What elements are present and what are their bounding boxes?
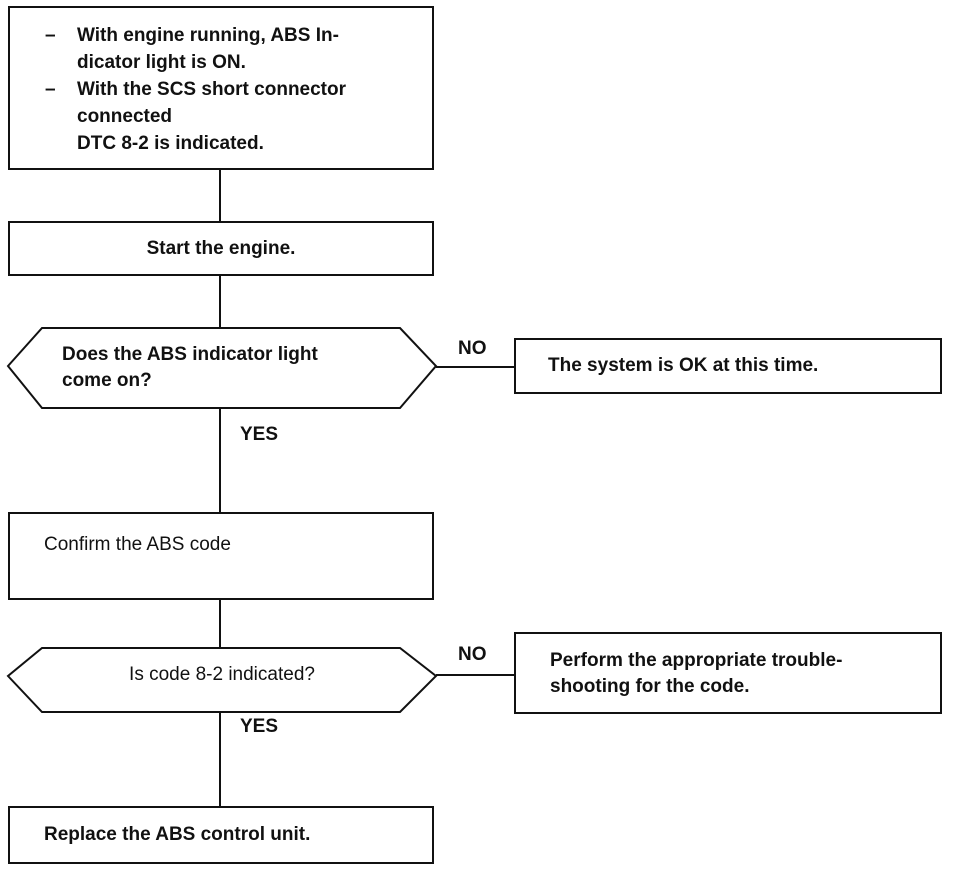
branch-no-2: NO	[458, 644, 487, 665]
outcome-system-ok-label: The system is OK at this time.	[548, 355, 819, 376]
branch-yes-2: YES	[240, 716, 279, 737]
condition-item: –With engine running, ABS In- dicator li…	[45, 22, 346, 76]
step-confirm-code-label: Confirm the ABS code	[44, 534, 231, 555]
outcome-system-ok	[514, 338, 942, 394]
decision-indicator-label: Does the ABS indicator light come on?	[62, 344, 318, 391]
connector-start-to-decision1	[219, 274, 221, 328]
connector-confirm-to-decision2	[219, 598, 221, 648]
decision-code-shape	[6, 647, 438, 713]
step-confirm-code	[8, 512, 434, 600]
step-replace-unit-label: Replace the ABS control unit.	[44, 824, 311, 845]
branch-no-1: NO	[458, 338, 487, 359]
bullet-dash: –	[45, 79, 56, 100]
connector-decision2-no	[436, 674, 516, 676]
connector-decision2-to-replace	[219, 712, 221, 808]
connector-decision1-to-confirm	[219, 408, 221, 514]
decision-indicator-shape	[6, 327, 438, 409]
step-start-engine	[8, 221, 434, 276]
step-replace-unit	[8, 806, 434, 864]
connector-condition-to-start	[219, 168, 221, 222]
branch-yes-1: YES	[240, 424, 279, 445]
outcome-troubleshoot-label: Perform the appropriate trouble- shootin…	[550, 650, 843, 697]
outcome-troubleshoot	[514, 632, 942, 714]
decision-code-label: Is code 8-2 indicated?	[129, 664, 315, 685]
condition-text: With engine running, ABS In- dicator lig…	[77, 25, 339, 73]
connector-decision1-no	[436, 366, 516, 368]
condition-box	[8, 6, 434, 170]
step-start-engine-label: Start the engine.	[146, 238, 296, 259]
condition-item: –With the SCS short connector connected …	[45, 76, 346, 157]
condition-text: With the SCS short connector connected D…	[77, 79, 347, 154]
bullet-dash: –	[45, 25, 56, 46]
condition-list: –With engine running, ABS In- dicator li…	[45, 22, 346, 157]
